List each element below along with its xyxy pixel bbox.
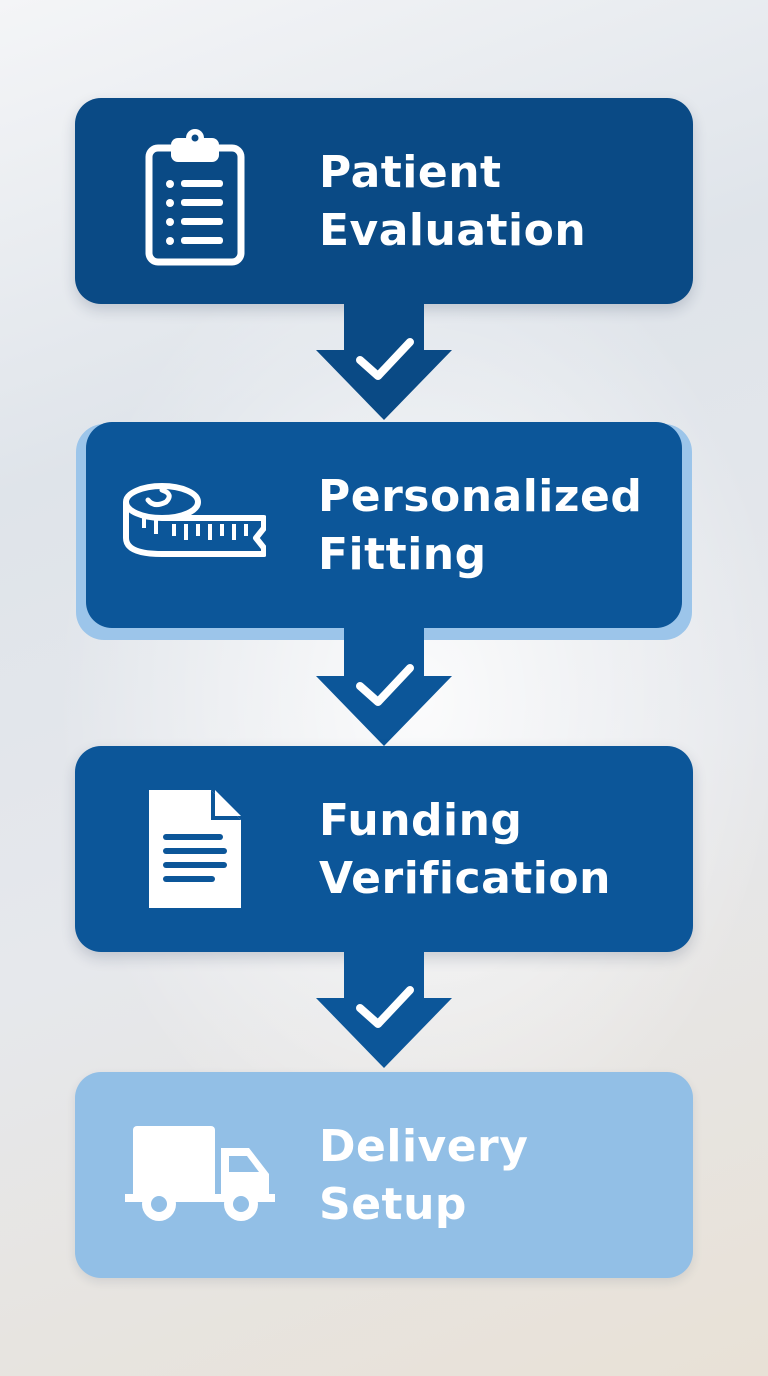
- flow-connector-arrow: [314, 950, 454, 1076]
- flow-connector-arrow: [314, 628, 454, 754]
- step-label: Personalized Fitting: [318, 468, 642, 584]
- step-title-line2: Setup: [319, 1179, 467, 1230]
- step-label: Delivery Setup: [319, 1118, 528, 1234]
- step-title-line1: Funding: [319, 795, 523, 846]
- delivery-truck-icon: [123, 1100, 275, 1250]
- flow-connector-arrow: [314, 302, 454, 428]
- clipboard-checklist-icon: [123, 126, 273, 276]
- step-label: Patient Evaluation: [319, 144, 586, 260]
- step-card-personalized-fitting: Personalized Fitting: [86, 422, 682, 628]
- checkmark-icon: [356, 986, 414, 1028]
- step-title-line2: Evaluation: [319, 205, 587, 256]
- step-title-line1: Patient: [319, 147, 502, 198]
- step-card-delivery-setup: Delivery Setup: [75, 1072, 693, 1278]
- checkmark-icon: [356, 338, 414, 380]
- step-card-funding-verification: Funding Verification: [75, 746, 693, 952]
- step-label: Funding Verification: [319, 792, 611, 908]
- checkmark-icon: [356, 664, 414, 706]
- step-title-line2: Verification: [319, 853, 611, 904]
- document-icon: [123, 776, 273, 926]
- step-title-line1: Personalized: [318, 471, 643, 522]
- step-title-line1: Delivery: [319, 1121, 529, 1172]
- step-title-line2: Fitting: [318, 529, 487, 580]
- step-card-patient-evaluation: Patient Evaluation: [75, 98, 693, 304]
- measuring-tape-icon: [116, 450, 267, 600]
